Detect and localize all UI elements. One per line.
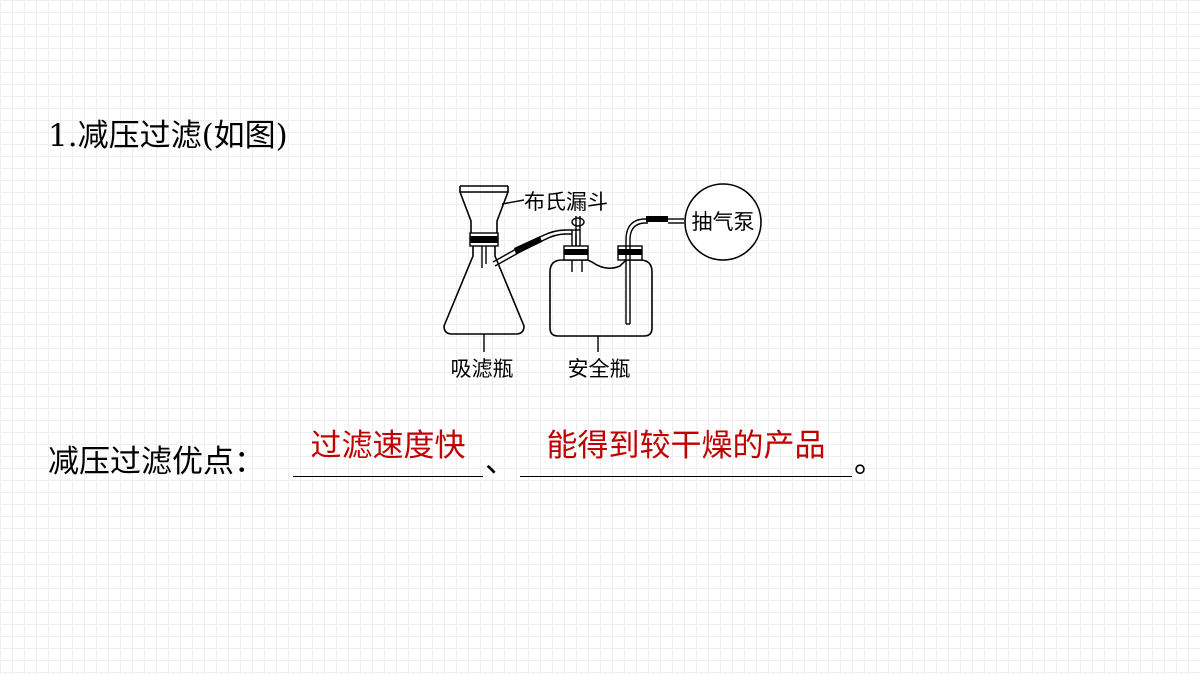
vacuum-pump [684,183,762,261]
bottom-leader-lines [483,334,599,352]
safety-bottle-label: 安全瓶 [568,357,631,381]
rubber-tubing [514,216,668,254]
answer-blank-1: 过滤速度快 [293,424,483,477]
vacuum-filtration-diagram: 抽气泵 布氏漏斗 吸滤瓶 安全瓶 [430,176,775,386]
pump-tube [625,218,684,325]
answer-text-1: 过滤速度快 [310,428,466,464]
answer-blank-2: 能得到较干燥的产品 [520,424,852,477]
fill-in-question: 减压过滤优点： 过滤速度快 、 能得到较干燥的产品 。 [48,424,1048,484]
stopcock [571,216,585,272]
safety-bottle [549,259,653,337]
sentence-end-mark: 。 [854,444,885,480]
funnel-label: 布氏漏斗 [524,190,608,214]
buchner-funnel [459,185,509,233]
pump-label: 抽气泵 [692,210,755,234]
answer-separator: 、 [485,444,516,480]
funnel-leader-line [501,199,525,205]
filter-flask [443,246,525,335]
answer-text-2: 能得到较干燥的产品 [546,428,826,464]
section-heading: 1.减压过滤(如图) [48,118,288,154]
flask-stopper-band [470,236,498,243]
question-prefix: 减压过滤优点： [48,444,265,480]
filter-flask-label: 吸滤瓶 [451,357,514,381]
